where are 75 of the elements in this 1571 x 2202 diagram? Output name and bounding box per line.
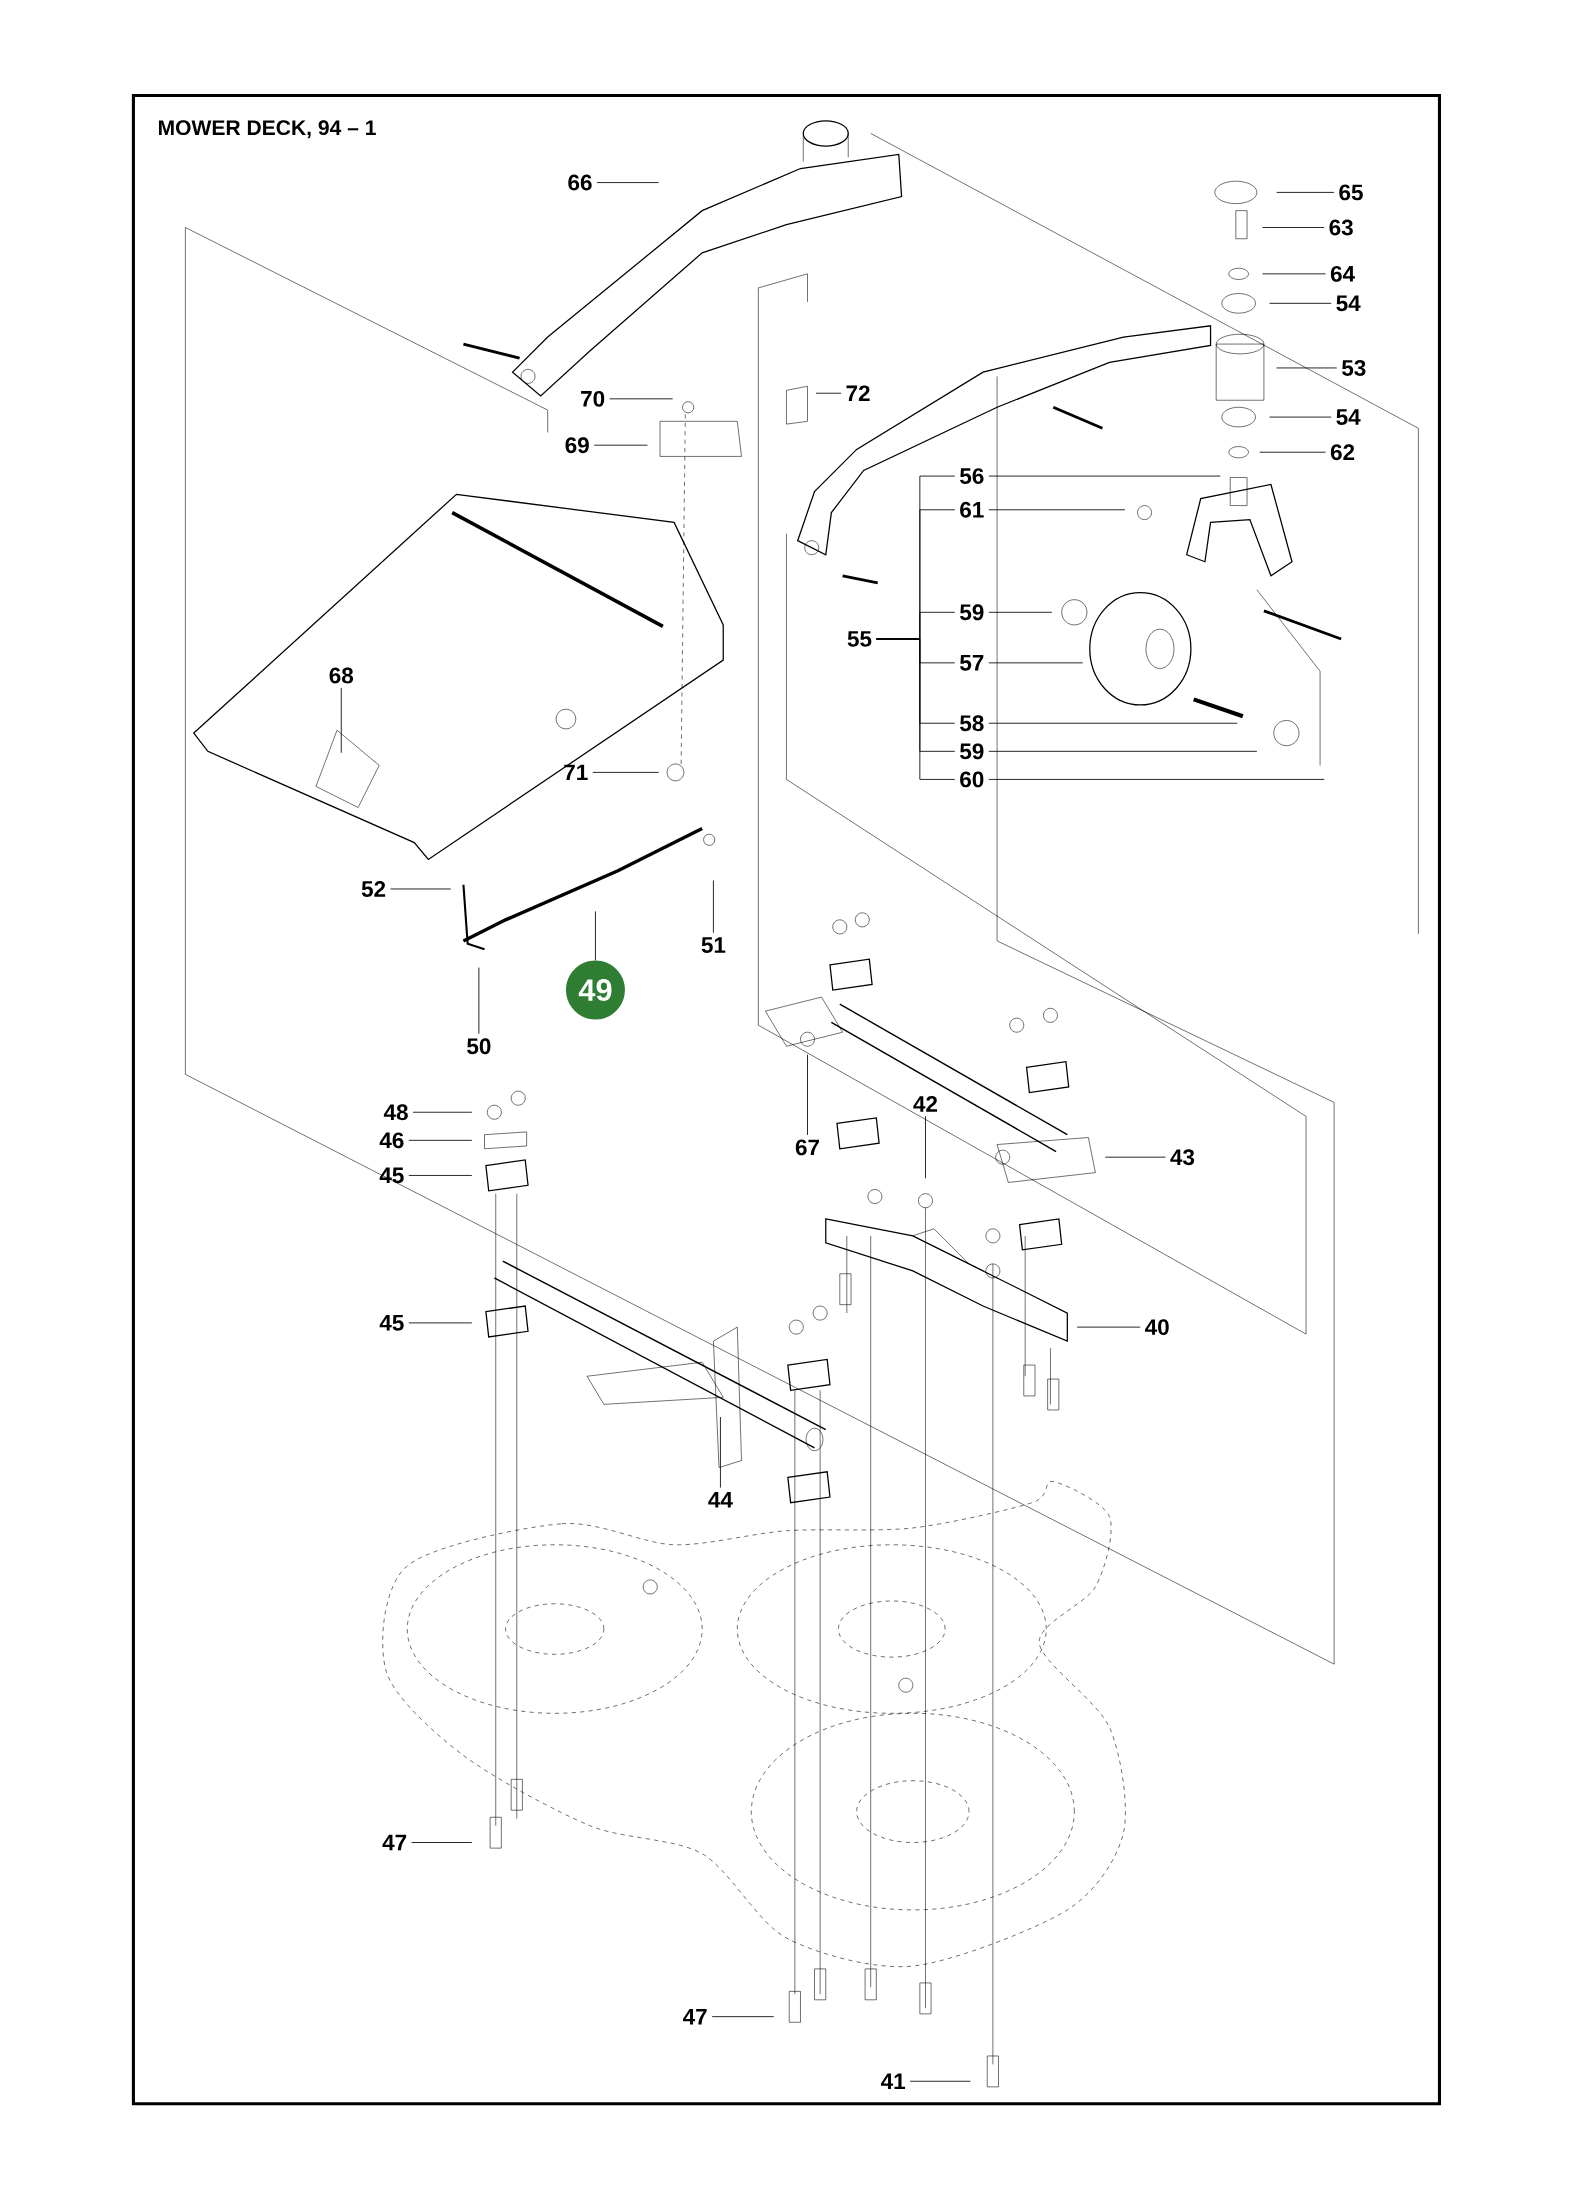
leader-line [478,967,480,1035]
callout-number: 42 [913,1096,937,1112]
bracket-line [875,638,956,780]
leader-line [340,687,342,754]
callout-number: 47 [682,2008,707,2025]
leader-line [408,1322,473,1324]
callout-number: 57 [959,655,984,671]
callout-number: 44 [708,1492,733,1508]
leader-line [594,911,596,961]
callout-number: 59 [959,743,984,760]
leader-line [1268,302,1332,304]
callout-number: 71 [564,764,588,781]
callout-number: 52 [361,881,385,897]
callout-number: 54 [1336,295,1361,312]
callout-number: 63 [1329,219,1353,236]
callout-number: 70 [580,390,604,407]
callout-number: 45 [379,1315,404,1331]
leader-line [988,750,1258,752]
callout-number: 64 [1330,265,1355,282]
callout-number: 68 [329,667,353,684]
callout-number: 50 [466,1038,491,1055]
leader-line [596,182,659,183]
callout-number: 41 [880,2073,905,2089]
callout-number: 62 [1330,444,1354,461]
leader-line [408,1139,473,1141]
callout-number: 40 [1144,1319,1169,1336]
callout-number: 60 [959,771,984,788]
leader-line [988,779,1325,780]
leader-line [909,2080,971,2082]
leader-line [1275,367,1337,369]
leader-line [1261,273,1326,275]
leader-line [1076,1326,1141,1328]
leader-line [988,662,1083,664]
callout-number: 54 [1336,409,1361,425]
callout-number: 69 [565,437,589,454]
leader-line [1259,451,1326,453]
leader-line [988,509,1126,511]
leader-line [609,398,673,400]
leader-line [988,475,1221,477]
leader-line [1104,1156,1166,1158]
callout-number: 47 [382,1834,406,1851]
leader-line [412,1111,473,1113]
callout-number: 45 [379,1167,404,1184]
callout-number: 61 [959,501,984,518]
callout-number: 51 [701,937,726,953]
callout-number: 55 [847,631,872,647]
callout-number: 58 [959,715,984,732]
leader-line [924,1115,926,1179]
callout-number: 56 [959,468,984,485]
leader-line [988,611,1053,613]
leader-line [410,1842,473,1843]
callout-number: 66 [568,174,592,191]
callout-number: 59 [959,604,984,621]
leader-line [408,1175,473,1176]
leader-line [389,888,451,890]
callout-number: 46 [379,1132,404,1149]
leader-line [815,392,842,394]
callout-number: 65 [1339,184,1363,201]
leader-line [1261,227,1325,228]
leader-line [806,1054,808,1136]
callout-number: 67 [795,1139,819,1156]
callout-badge: 49 [565,960,625,1020]
leader-line [592,771,659,773]
leader-line [712,880,714,934]
leader-line [719,1416,721,1489]
leader-line [1275,192,1335,193]
callout-number: 53 [1341,360,1366,376]
leader-line [988,722,1238,724]
title: MOWER DECK, 94 – 1 [158,120,376,139]
callout-number: 48 [383,1104,408,1121]
callout-number: 72 [846,385,870,402]
leader-line [1268,416,1332,418]
leader-line [593,444,648,446]
callout-number: 43 [1170,1149,1194,1166]
leader-line [711,2016,774,2018]
